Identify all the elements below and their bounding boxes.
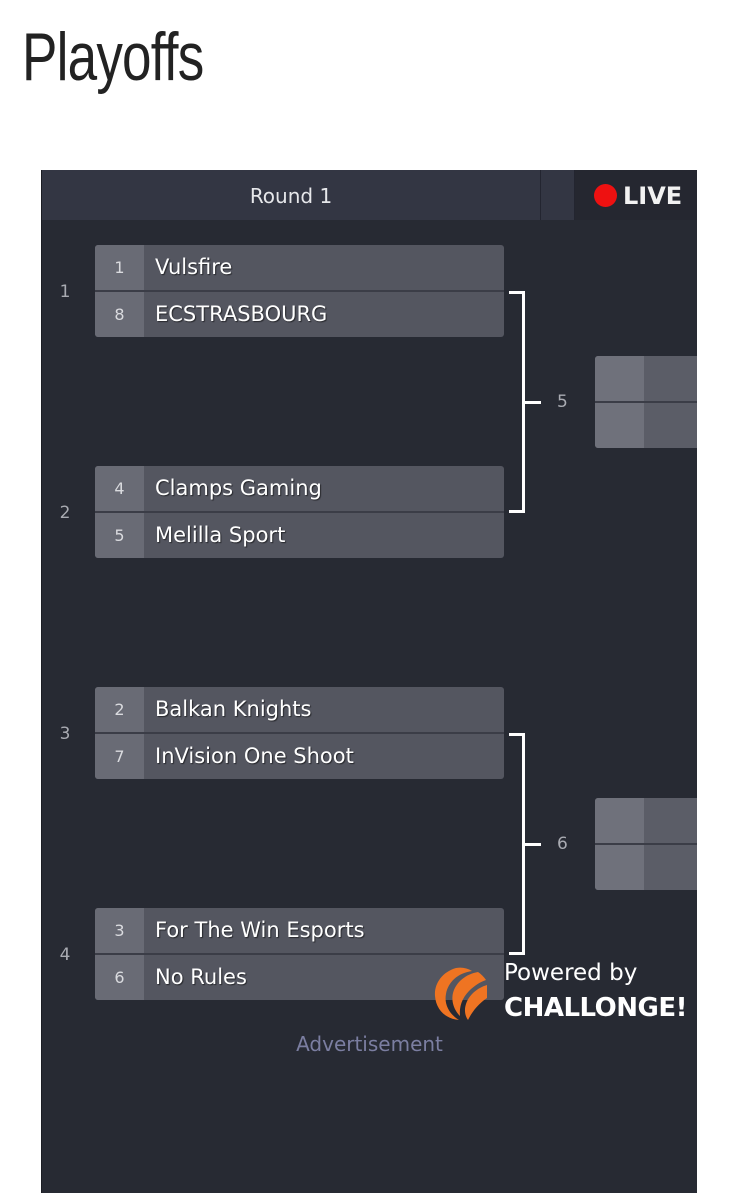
team-name: Clamps Gaming [155, 476, 322, 500]
match-participant[interactable]: 1 Vulsfire [95, 245, 504, 290]
powered-by-label: Powered by [504, 960, 638, 986]
match-participant-empty[interactable] [595, 356, 697, 401]
team-name: Vulsfire [155, 255, 233, 279]
brand-name: CHALLONGE! [504, 993, 688, 1023]
match-participant-empty[interactable] [595, 845, 697, 890]
seed-number: 8 [95, 292, 144, 337]
team-name: No Rules [155, 965, 247, 989]
match-number: 3 [59, 724, 71, 744]
bracket-connector-stub [525, 401, 541, 404]
live-badge[interactable]: LIVE [575, 170, 697, 220]
match-participant[interactable]: 5 Melilla Sport [95, 513, 504, 558]
bracket-connector-stub [525, 843, 541, 846]
team-name: Balkan Knights [155, 697, 312, 721]
header-divider [540, 170, 541, 220]
match-number: 5 [557, 392, 568, 412]
seed-number: 7 [95, 734, 144, 779]
match-number: 4 [59, 945, 71, 965]
match-2[interactable]: 4 Clamps Gaming 5 Melilla Sport [95, 466, 504, 558]
match-participant[interactable]: 2 Balkan Knights [95, 687, 504, 732]
match-number: 2 [59, 503, 71, 523]
seed-number: 2 [95, 687, 144, 732]
bracket-connector [509, 291, 525, 513]
match-number: 6 [557, 834, 568, 854]
bracket-connector [509, 733, 525, 955]
seed-number: 3 [95, 908, 144, 953]
seed-number: 1 [95, 245, 144, 290]
seed-number: 5 [95, 513, 144, 558]
bracket-panel[interactable]: Round 1 LIVE 1 1 Vulsfire 8 ECSTRASBOURG… [41, 170, 697, 1193]
match-3[interactable]: 2 Balkan Knights 7 InVision One Shoot [95, 687, 504, 779]
match-divider [95, 290, 504, 292]
match-divider [95, 511, 504, 513]
seed-placeholder [595, 403, 644, 448]
seed-number: 4 [95, 466, 144, 511]
match-participant[interactable]: 3 For The Win Esports [95, 908, 504, 953]
match-number: 1 [59, 282, 71, 302]
match-participant-empty[interactable] [595, 403, 697, 448]
advertisement-label: Advertisement [296, 1032, 443, 1056]
header-divider [574, 170, 575, 220]
round-1-header: Round 1 [249, 184, 333, 208]
match-divider [95, 732, 504, 734]
match-participant[interactable]: 7 InVision One Shoot [95, 734, 504, 779]
match-1[interactable]: 1 Vulsfire 8 ECSTRASBOURG [95, 245, 504, 337]
match-5[interactable] [595, 356, 697, 448]
seed-placeholder [595, 845, 644, 890]
match-divider [95, 953, 504, 955]
challonge-logo-icon [434, 967, 487, 1020]
powered-by-challonge[interactable]: Powered by CHALLONGE! [432, 960, 688, 1040]
seed-placeholder [595, 798, 644, 843]
team-name: Melilla Sport [155, 523, 286, 547]
live-dot-icon [594, 184, 617, 207]
match-6[interactable] [595, 798, 697, 890]
seed-placeholder [595, 356, 644, 401]
match-participant[interactable]: 4 Clamps Gaming [95, 466, 504, 511]
team-name: InVision One Shoot [155, 744, 354, 768]
seed-number: 6 [95, 955, 144, 1000]
team-name: For The Win Esports [155, 918, 365, 942]
page-title: Playoffs [22, 19, 204, 95]
live-label: LIVE [623, 182, 683, 210]
match-participant[interactable]: 8 ECSTRASBOURG [95, 292, 504, 337]
match-divider [595, 401, 697, 403]
team-name: ECSTRASBOURG [155, 302, 328, 326]
match-divider [595, 843, 697, 845]
match-participant-empty[interactable] [595, 798, 697, 843]
bracket-header: Round 1 LIVE [42, 170, 697, 220]
